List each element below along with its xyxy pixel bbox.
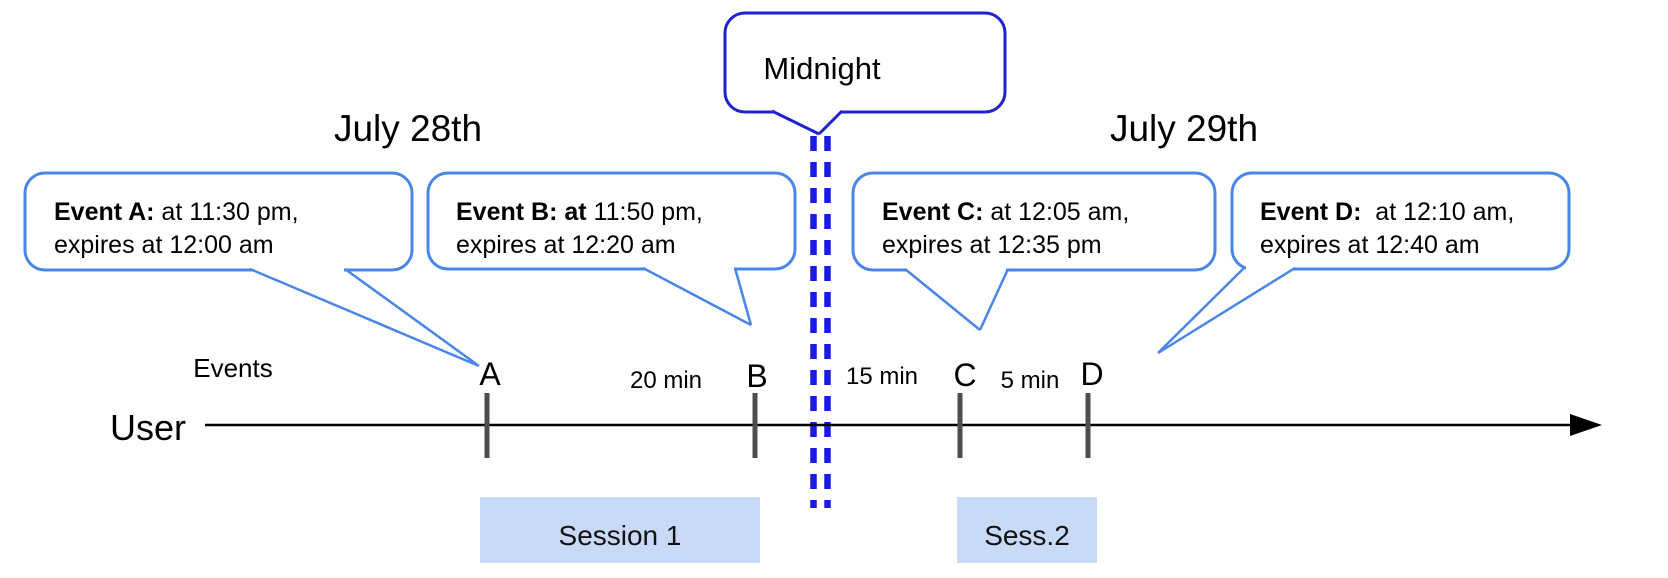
event-d-tail [1157, 266, 1296, 355]
session-1-label: Session 1 [559, 520, 682, 551]
timeline-axis [205, 414, 1602, 436]
user-axis-label: User [110, 407, 186, 448]
day-label-july-29: July 29th [1110, 108, 1258, 149]
event-c-callout: Event C: at 12:05 am, expires at 12:35 p… [851, 171, 1217, 331]
event-a-callout: Event A: at 11:30 pm, expires at 12:00 a… [23, 171, 480, 368]
event-d-callout: Event D: at 12:10 am, expires at 12:40 a… [1157, 171, 1571, 355]
midnight-label: Midnight [763, 51, 881, 86]
event-c-line2: expires at 12:35 pm [882, 231, 1102, 259]
day-label-july-28: July 28th [334, 108, 482, 149]
gap-label-5min: 5 min [1001, 367, 1060, 394]
event-a-title: Event A: [54, 198, 154, 226]
gap-label-20min: 20 min [630, 367, 702, 394]
event-b-tail [642, 266, 753, 327]
event-c-tail-gap [907, 266, 1006, 274]
event-c-bubble [851, 171, 1217, 272]
event-d-bubble [1230, 171, 1571, 271]
event-a-time: at 11:30 pm, [154, 198, 298, 226]
event-d-tail-gap [1246, 265, 1293, 273]
event-b-bubble [426, 171, 797, 271]
session-1-box: Session 1 [480, 497, 760, 563]
event-d-title: Event D: [1260, 198, 1361, 226]
session-2-box: Sess.2 [957, 497, 1097, 563]
event-b-callout: Event B: at 11:50 pm, expires at 12:20 a… [426, 171, 797, 327]
tick-label-b: B [746, 358, 767, 394]
event-a-line2: expires at 12:00 am [54, 231, 274, 259]
midnight-tail [771, 109, 844, 136]
event-b-line2: expires at 12:20 am [456, 231, 676, 259]
event-c-line1: Event C: at 12:05 am, [882, 198, 1129, 226]
session-1-rect [480, 497, 760, 563]
gap-label-15min: 15 min [846, 363, 918, 390]
event-b-time: 11:50 pm, [587, 198, 703, 226]
event-ticks [484, 393, 1091, 458]
event-a-bubble [23, 171, 414, 272]
midnight-divider [810, 136, 831, 508]
event-b-tail-gap [645, 265, 734, 273]
event-d-time: at 12:10 am, [1361, 198, 1514, 226]
midnight-callout: Midnight [723, 11, 1007, 136]
event-a-line1: Event A: at 11:30 pm, [54, 198, 299, 226]
tick-label-d: D [1080, 356, 1103, 392]
midnight-tail-gap [774, 108, 840, 116]
session-2-label: Sess.2 [984, 520, 1070, 551]
event-a-tail-gap [252, 266, 344, 274]
event-c-tail [904, 268, 1010, 331]
event-c-time: at 12:05 am, [983, 198, 1129, 226]
event-d-line2: expires at 12:40 am [1260, 231, 1480, 259]
events-axis-label: Events [193, 353, 273, 383]
event-a-tail [249, 267, 480, 368]
tick-label-c: C [953, 357, 976, 393]
event-c-title: Event C: [882, 198, 983, 226]
event-b-title: Event B: at [456, 198, 587, 226]
event-b-line1: Event B: at 11:50 pm, [456, 198, 703, 226]
tick-label-a: A [479, 356, 501, 392]
session-2-rect [957, 497, 1097, 563]
timeline-arrowhead-icon [1570, 414, 1602, 436]
midnight-bubble [723, 11, 1007, 114]
event-d-line1: Event D: at 12:10 am, [1260, 198, 1514, 226]
